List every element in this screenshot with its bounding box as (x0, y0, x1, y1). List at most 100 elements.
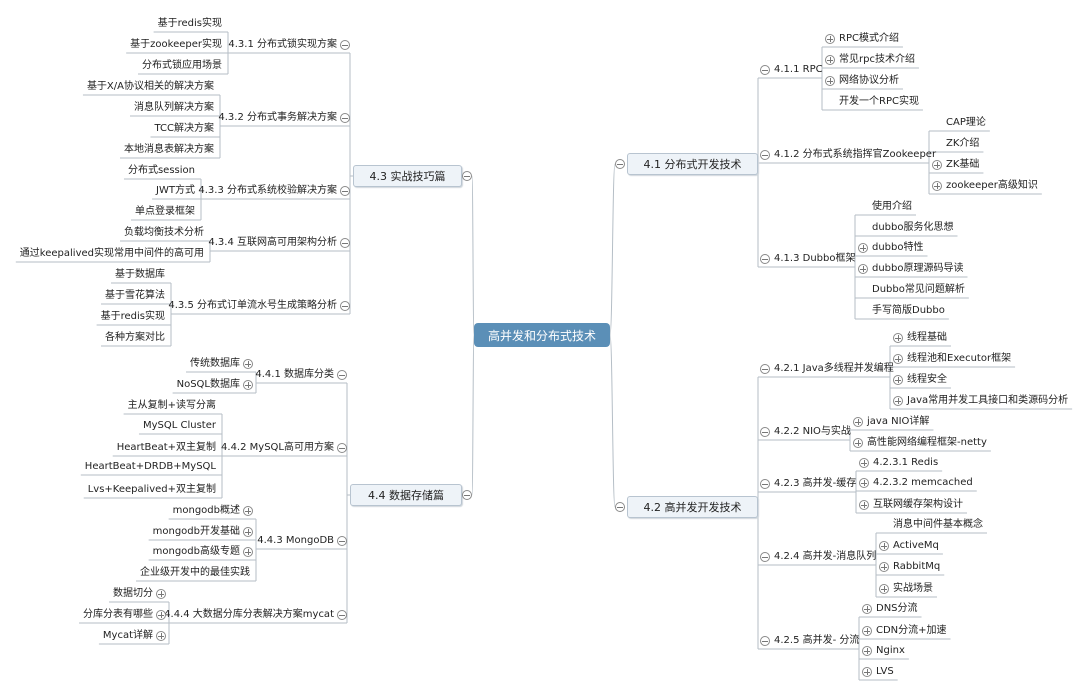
leaf-topic[interactable]: dubbo服务化思想 (872, 222, 954, 233)
expand-plus-icon[interactable] (879, 541, 889, 551)
leaf-topic[interactable]: 使用介绍 (872, 201, 912, 212)
subtopic[interactable]: 4.4.4 大数据分库分表解决方案mycat (164, 609, 334, 620)
collapse-minus-icon[interactable] (340, 113, 350, 123)
leaf-topic[interactable]: 本地消息表解决方案 (124, 144, 214, 155)
expand-plus-icon[interactable] (156, 610, 166, 620)
expand-plus-icon[interactable] (862, 626, 872, 636)
leaf-topic[interactable]: ZK介绍 (946, 138, 980, 149)
subtopic[interactable]: 4.1.3 Dubbo框架 (774, 253, 856, 264)
collapse-minus-icon[interactable] (462, 490, 472, 500)
leaf-topic[interactable]: 分布式锁应用场景 (142, 60, 222, 71)
expand-plus-icon[interactable] (893, 333, 903, 343)
expand-plus-icon[interactable] (858, 264, 868, 274)
expand-plus-icon[interactable] (893, 396, 903, 406)
leaf-topic[interactable]: 分库分表有哪些 (83, 609, 153, 620)
leaf-topic[interactable]: 网络协议分析 (839, 75, 899, 86)
leaf-topic[interactable]: dubbo特性 (872, 242, 924, 253)
collapse-minus-icon[interactable] (340, 238, 350, 248)
expand-plus-icon[interactable] (858, 243, 868, 253)
subtopic[interactable]: 4.2.3 高并发-缓存 (774, 478, 857, 489)
leaf-topic[interactable]: 基于X/A协议相关的解决方案 (86, 81, 214, 92)
root-topic[interactable]: 高并发和分布式技术 (474, 323, 610, 347)
leaf-topic[interactable]: zookeeper高级知识 (946, 180, 1038, 191)
collapse-minus-icon[interactable] (760, 636, 770, 646)
branch-topic[interactable]: 4.1 分布式开发技术 (627, 153, 758, 175)
collapse-minus-icon[interactable] (340, 301, 350, 311)
collapse-minus-icon[interactable] (615, 502, 625, 512)
expand-plus-icon[interactable] (862, 646, 872, 656)
leaf-topic[interactable]: 分布式session (127, 165, 195, 176)
expand-plus-icon[interactable] (853, 417, 863, 427)
expand-plus-icon[interactable] (825, 76, 835, 86)
collapse-minus-icon[interactable] (337, 443, 347, 453)
branch-topic[interactable]: 4.3 实战技巧篇 (353, 165, 462, 187)
expand-plus-icon[interactable] (825, 55, 835, 65)
leaf-topic[interactable]: 4.2.3.1 Redis (873, 457, 939, 468)
leaf-topic[interactable]: java NIO详解 (867, 416, 930, 427)
leaf-topic[interactable]: RabbitMq (893, 561, 941, 572)
subtopic[interactable]: 4.1.2 分布式系统指挥官Zookeeper (774, 149, 937, 160)
leaf-topic[interactable]: LVS (876, 666, 894, 677)
collapse-minus-icon[interactable] (337, 536, 347, 546)
expand-plus-icon[interactable] (859, 458, 869, 468)
expand-plus-icon[interactable] (862, 604, 872, 614)
expand-plus-icon[interactable] (859, 478, 869, 488)
leaf-topic[interactable]: 单点登录框架 (135, 206, 195, 217)
subtopic[interactable]: 4.4.1 数据库分类 (255, 369, 334, 380)
subtopic[interactable]: 4.3.3 分布式系统校验解决方案 (198, 185, 337, 196)
collapse-minus-icon[interactable] (340, 40, 350, 50)
expand-plus-icon[interactable] (862, 667, 872, 677)
leaf-topic[interactable]: MySQL Cluster (142, 420, 216, 431)
leaf-topic[interactable]: Mycat详解 (102, 630, 153, 641)
leaf-topic[interactable]: 传统数据库 (190, 358, 240, 369)
leaf-topic[interactable]: 负载均衡技术分析 (124, 227, 204, 238)
leaf-topic[interactable]: RPC模式介绍 (839, 33, 899, 44)
leaf-topic[interactable]: ActiveMq (893, 540, 939, 551)
leaf-topic[interactable]: 线程安全 (907, 374, 947, 385)
expand-plus-icon[interactable] (879, 584, 889, 594)
leaf-topic[interactable]: 高性能网络编程框架-netty (867, 437, 987, 448)
branch-topic[interactable]: 4.4 数据存储篇 (350, 484, 462, 506)
subtopic[interactable]: 4.2.1 Java多线程并发编程 (774, 363, 894, 374)
expand-plus-icon[interactable] (156, 631, 166, 641)
collapse-minus-icon[interactable] (615, 159, 625, 169)
collapse-minus-icon[interactable] (760, 427, 770, 437)
leaf-topic[interactable]: mongodb开发基础 (152, 526, 240, 537)
expand-plus-icon[interactable] (825, 34, 835, 44)
collapse-minus-icon[interactable] (337, 370, 347, 380)
leaf-topic[interactable]: dubbo原理源码导读 (872, 263, 964, 274)
leaf-topic[interactable]: 手写简版Dubbo (872, 305, 945, 316)
expand-plus-icon[interactable] (893, 375, 903, 385)
leaf-topic[interactable]: 常见rpc技术介绍 (839, 54, 915, 65)
collapse-minus-icon[interactable] (462, 171, 472, 181)
expand-plus-icon[interactable] (932, 160, 942, 170)
expand-plus-icon[interactable] (156, 589, 166, 599)
expand-plus-icon[interactable] (243, 506, 253, 516)
subtopic[interactable]: 4.1.1 RPC (774, 64, 823, 75)
leaf-topic[interactable]: DNS分流 (876, 603, 918, 614)
branch-topic[interactable]: 4.2 高并发开发技术 (627, 496, 758, 518)
subtopic[interactable]: 4.3.4 互联网高可用架构分析 (208, 237, 337, 248)
leaf-topic[interactable]: CAP理论 (946, 117, 986, 128)
expand-plus-icon[interactable] (243, 359, 253, 369)
subtopic[interactable]: 4.3.2 分布式事务解决方案 (218, 112, 337, 123)
leaf-topic[interactable]: HeartBeat+双主复制 (116, 442, 216, 453)
leaf-topic[interactable]: 互联网缓存架构设计 (873, 499, 963, 510)
leaf-topic[interactable]: 通过keepalived实现常用中间件的高可用 (19, 248, 204, 259)
leaf-topic[interactable]: NoSQL数据库 (176, 379, 240, 390)
leaf-topic[interactable]: 消息中间件基本概念 (893, 519, 983, 530)
subtopic[interactable]: 4.2.5 高并发- 分流 (774, 635, 860, 646)
expand-plus-icon[interactable] (932, 181, 942, 191)
leaf-topic[interactable]: 线程基础 (907, 332, 947, 343)
collapse-minus-icon[interactable] (760, 479, 770, 489)
leaf-topic[interactable]: mongodb概述 (172, 505, 240, 516)
leaf-topic[interactable]: 基于雪花算法 (105, 290, 165, 301)
expand-plus-icon[interactable] (243, 527, 253, 537)
leaf-topic[interactable]: 各种方案对比 (105, 332, 165, 343)
leaf-topic[interactable]: 消息队列解决方案 (134, 102, 214, 113)
expand-plus-icon[interactable] (243, 380, 253, 390)
expand-plus-icon[interactable] (853, 438, 863, 448)
subtopic[interactable]: 4.3.1 分布式锁实现方案 (228, 39, 337, 50)
leaf-topic[interactable]: Lvs+Keepalived+双主复制 (87, 484, 216, 495)
collapse-minus-icon[interactable] (337, 610, 347, 620)
